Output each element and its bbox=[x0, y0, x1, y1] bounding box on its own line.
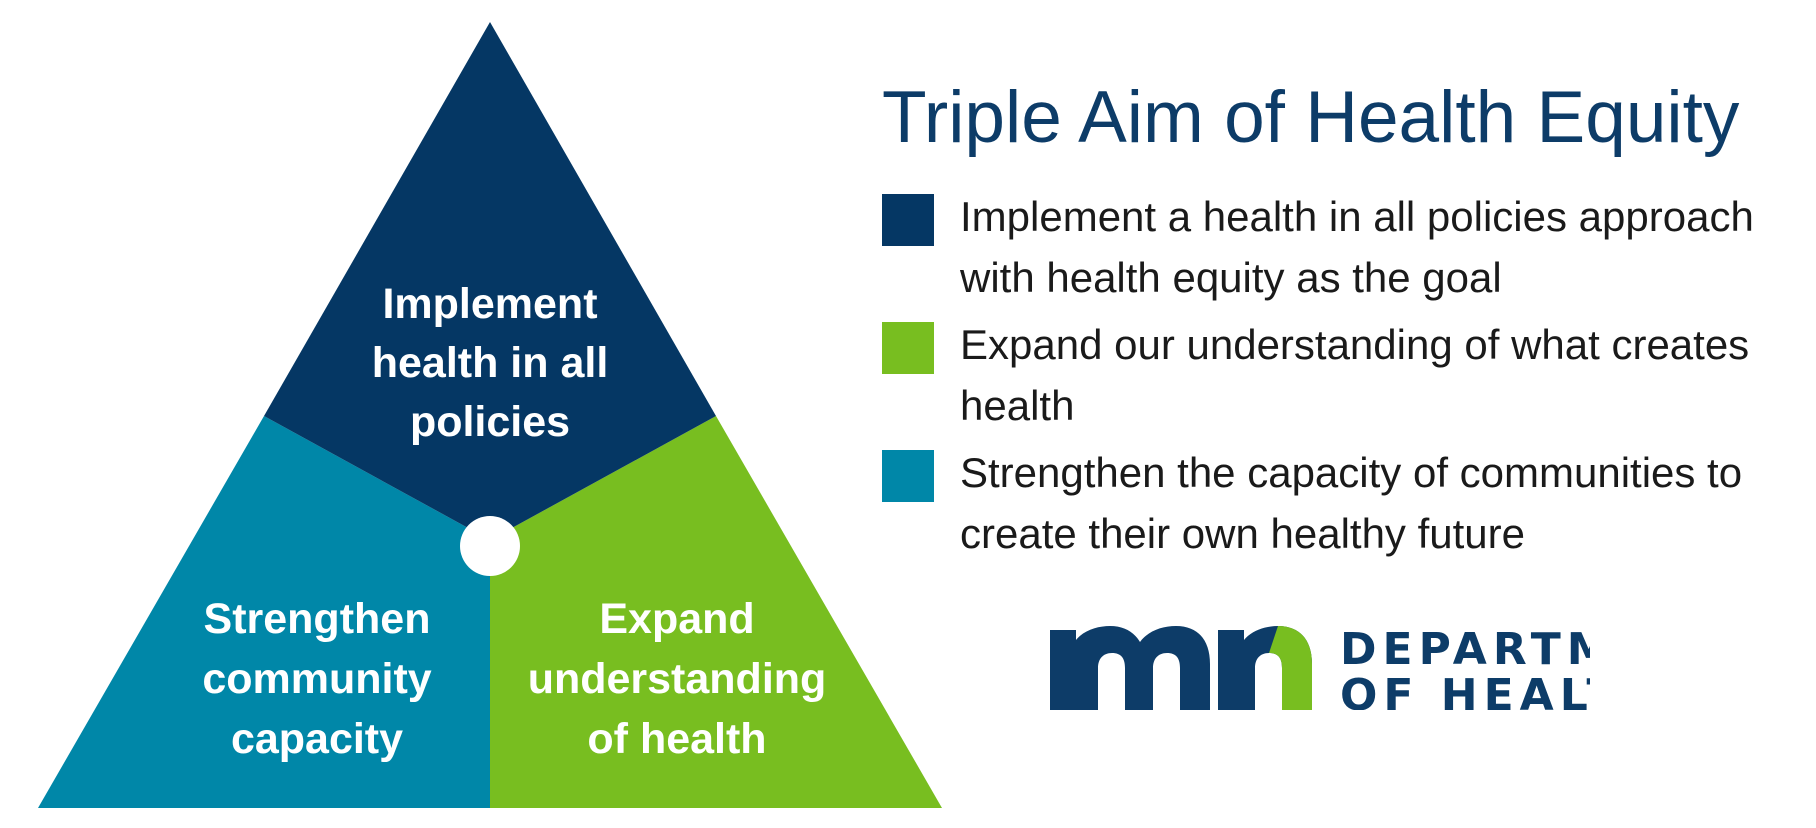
mn-department-of-health-logo: DEPARTMENT OF HEALTH bbox=[1050, 624, 1590, 710]
left-segment-label-line-1: Strengthen bbox=[204, 595, 431, 643]
pyramid-segment-community-capacity bbox=[38, 416, 490, 808]
page-title: Triple Aim of Health Equity bbox=[882, 77, 1740, 158]
logo-text-department: DEPARTMENT bbox=[1340, 624, 1590, 675]
legend-swatch-navy bbox=[882, 194, 934, 246]
top-segment-label-line-3: policies bbox=[410, 398, 570, 446]
pyramid-segment-health-in-all-policies bbox=[264, 22, 716, 540]
right-segment-label-line-2: understanding bbox=[528, 655, 827, 703]
legend: Implement a health in all policies appro… bbox=[882, 190, 1782, 574]
legend-item-understanding: Expand our understanding of what creates… bbox=[882, 318, 1782, 436]
pyramid-segment-understanding bbox=[490, 416, 942, 808]
legend-swatch-green bbox=[882, 322, 934, 374]
top-segment-label-line-1: Implement bbox=[382, 280, 597, 328]
legend-swatch-teal bbox=[882, 450, 934, 502]
left-segment-label-line-3: capacity bbox=[231, 715, 403, 763]
top-segment-label-line-2: health in all bbox=[372, 339, 609, 387]
legend-item-communities: Strengthen the capacity of communities t… bbox=[882, 446, 1782, 564]
pyramid-center-circle bbox=[460, 516, 520, 576]
logo-text-of-health: OF HEALTH bbox=[1340, 670, 1590, 710]
left-segment-label-line-2: community bbox=[202, 655, 431, 703]
logo-n-glyph bbox=[1218, 626, 1312, 710]
legend-text-understanding: Expand our understanding of what creates… bbox=[960, 321, 1750, 429]
triple-aim-pyramid: Implement health in all policies Strengt… bbox=[38, 22, 942, 808]
right-segment-label-line-3: of health bbox=[587, 715, 766, 763]
legend-text-communities: Strengthen the capacity of communities t… bbox=[960, 449, 1743, 557]
right-segment-label-line-1: Expand bbox=[599, 595, 754, 643]
legend-text-policies: Implement a health in all policies appro… bbox=[960, 193, 1754, 301]
logo-m-glyph bbox=[1050, 626, 1210, 710]
legend-item-policies: Implement a health in all policies appro… bbox=[882, 190, 1782, 308]
